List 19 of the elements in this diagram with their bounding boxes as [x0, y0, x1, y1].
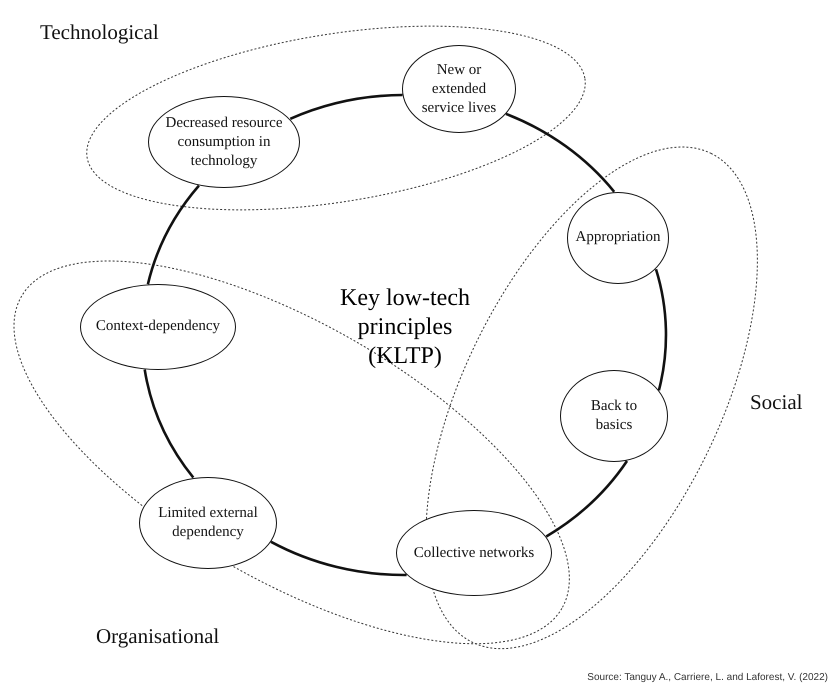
ring-arc [290, 94, 402, 120]
principle-label: Appropriation [574, 228, 662, 248]
principle-label: Limited external dependency [157, 504, 259, 542]
ring-arc [146, 184, 200, 285]
center-label: Key low-tech principles (KLTP) [339, 284, 471, 371]
ring-arc [546, 460, 628, 538]
group-heading: Social [750, 390, 802, 415]
principle-label: Back to basics [590, 396, 638, 435]
principle-label: Decreased resource consumption in technology [164, 114, 284, 170]
ring-arc [143, 369, 194, 478]
ring-arc [654, 269, 668, 391]
source-caption: Source: Tanguy A., Carriere, L. and Laforest, V. (2022) [587, 672, 828, 683]
ring-arc [270, 540, 407, 576]
group-heading: Organisational [96, 624, 220, 649]
principle-label: New or extended service lives [420, 60, 498, 118]
ring-arc [505, 112, 616, 193]
group-heading: Technological [40, 20, 159, 45]
principle-label: Collective networks [412, 544, 536, 562]
principle-label: Context-dependency [94, 317, 222, 336]
